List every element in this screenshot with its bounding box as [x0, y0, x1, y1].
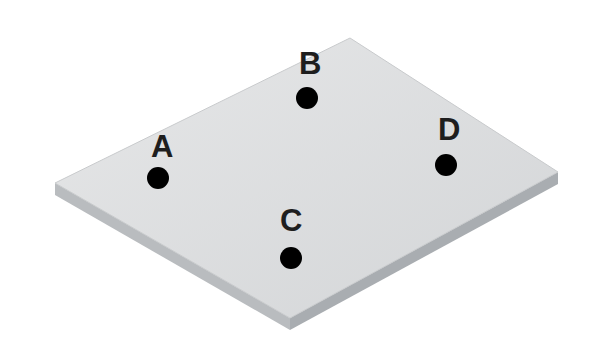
point-label: A [151, 131, 173, 162]
point-label: B [299, 48, 321, 79]
point-label: C [280, 205, 302, 236]
plate-top [55, 38, 558, 318]
point-dot [435, 154, 457, 176]
point-label: D [438, 114, 460, 145]
point-dot [296, 87, 318, 109]
point-dot [147, 167, 169, 189]
point-dot [280, 247, 302, 269]
